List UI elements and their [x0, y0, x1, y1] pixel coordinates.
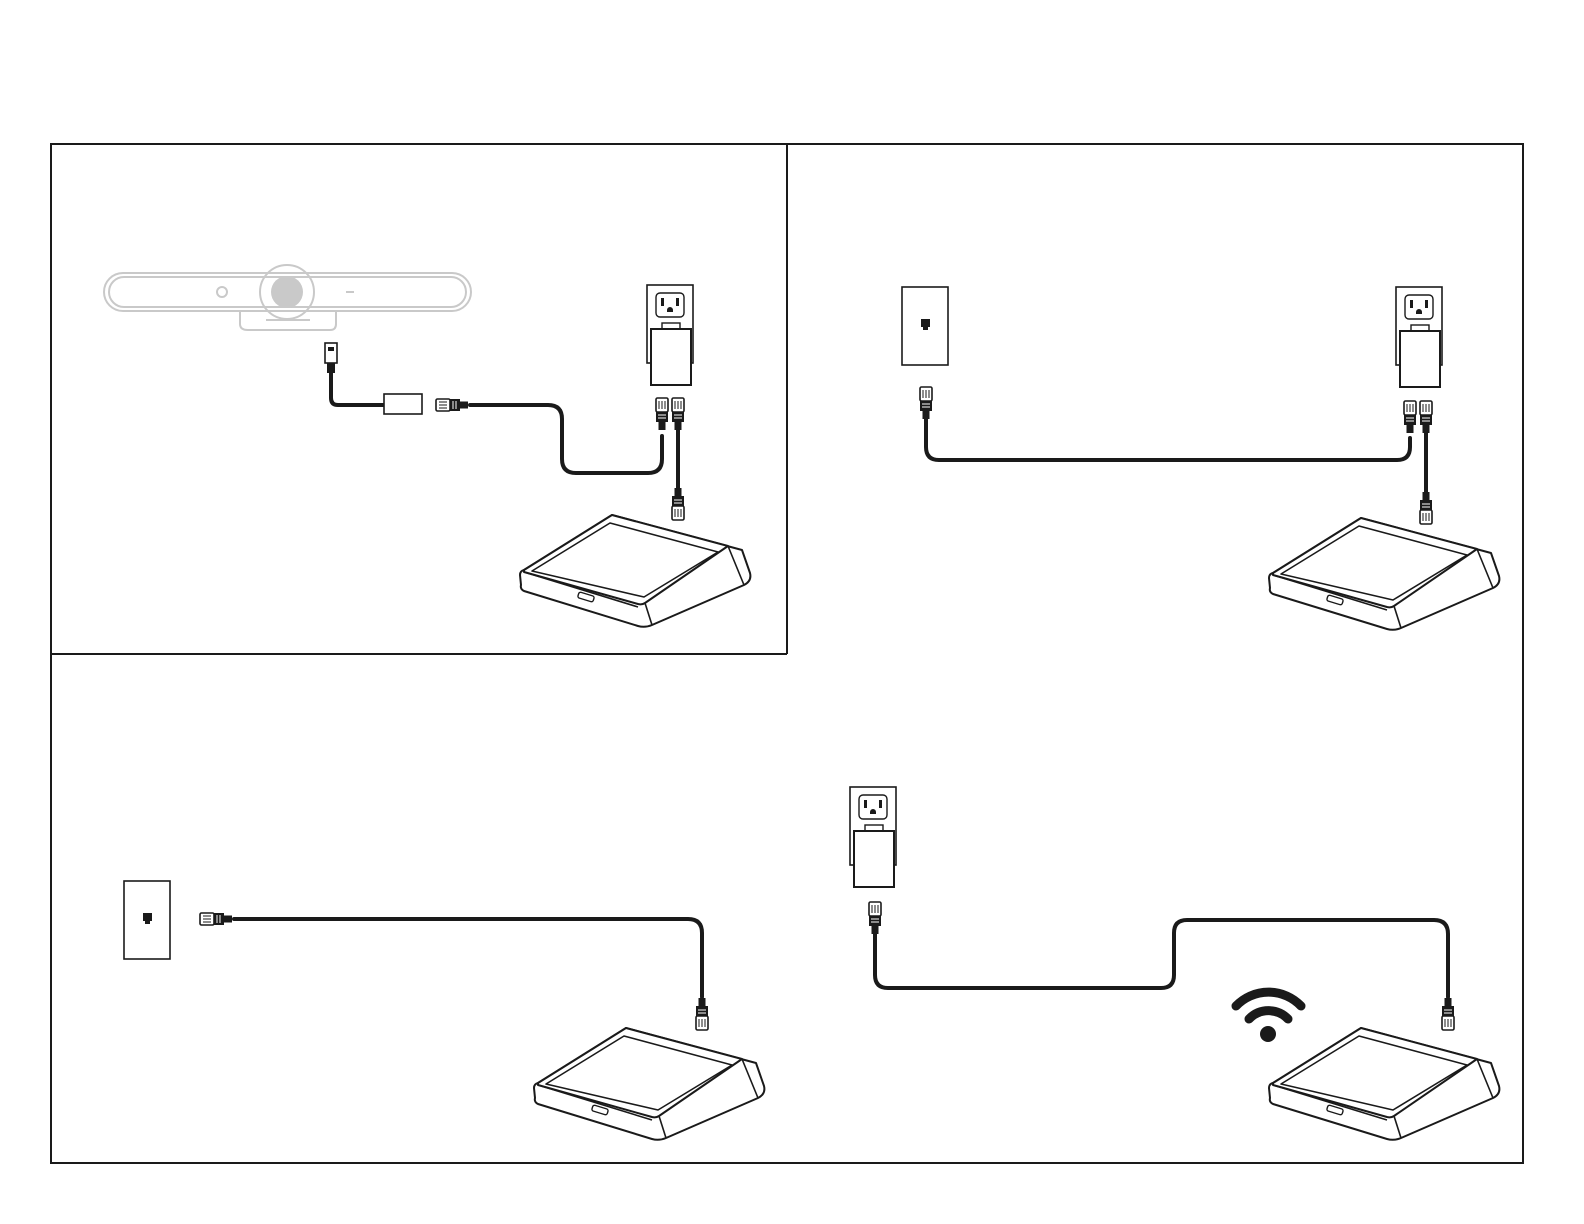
usb-lan-adapter: [384, 394, 422, 414]
wifi-icon: [1236, 992, 1301, 1042]
ethernet-cable-adapter: [470, 405, 662, 473]
ethernet-plug-injector: [869, 902, 881, 934]
usb-cable: [331, 373, 384, 405]
ethernet-plug-tablet: [696, 998, 708, 1030]
ethernet-plug-tablet: [1420, 492, 1432, 524]
ethernet-cable-wall-jack: [234, 919, 702, 997]
touch-controller: [520, 515, 750, 627]
power-outlet-with-poe-injector: [647, 285, 693, 385]
ethernet-cable-wall-jack: [926, 419, 1410, 460]
network-wall-jack: [124, 881, 170, 959]
ethernet-cable-injector: [875, 920, 1448, 997]
ethernet-plug-tablet: [1442, 998, 1454, 1030]
touch-controller: [1269, 1028, 1499, 1140]
touch-controller: [1269, 518, 1499, 630]
panel-bottom-left: [124, 881, 764, 1140]
ethernet-plug-injector-in: [1404, 401, 1416, 433]
ethernet-plug-wall-jack: [200, 913, 232, 925]
panel-bottom-right: [850, 787, 1499, 1140]
panel-top-right: [902, 287, 1499, 630]
panel-top-left: [104, 265, 750, 627]
ethernet-plug-injector-in: [656, 398, 668, 430]
usb-plug: [325, 343, 337, 373]
network-wall-jack: [902, 287, 948, 365]
ethernet-plug-injector-out: [672, 398, 684, 430]
ethernet-plug-tablet: [672, 488, 684, 520]
camera-bar: [104, 265, 471, 330]
ethernet-plug-adapter: [436, 399, 468, 411]
power-outlet-with-poe-injector: [850, 787, 896, 887]
touch-controller: [534, 1028, 764, 1140]
ethernet-plug-wall-jack: [920, 387, 932, 419]
power-outlet-with-poe-injector: [1396, 287, 1442, 387]
ethernet-plug-injector-out: [1420, 401, 1432, 433]
